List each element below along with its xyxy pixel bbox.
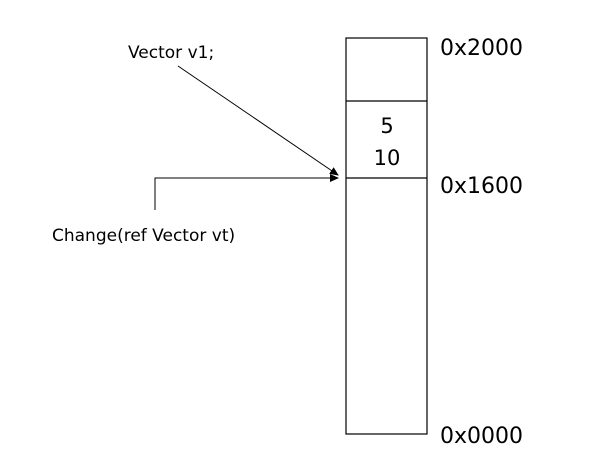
ref-pointer-arrow [154,174,339,210]
memory-value-second: 10 [373,146,401,170]
address-mid-label: 0x1600 [440,174,524,199]
vector-declaration-label: Vector v1; [128,43,215,63]
change-call-label: Change(ref Vector vt) [52,226,236,246]
vector-pointer-arrow [177,65,339,176]
memory-value-first: 5 [380,114,394,138]
memory-block [345,37,428,435]
address-bottom-label: 0x0000 [440,424,524,449]
address-top-label: 0x2000 [440,36,524,61]
